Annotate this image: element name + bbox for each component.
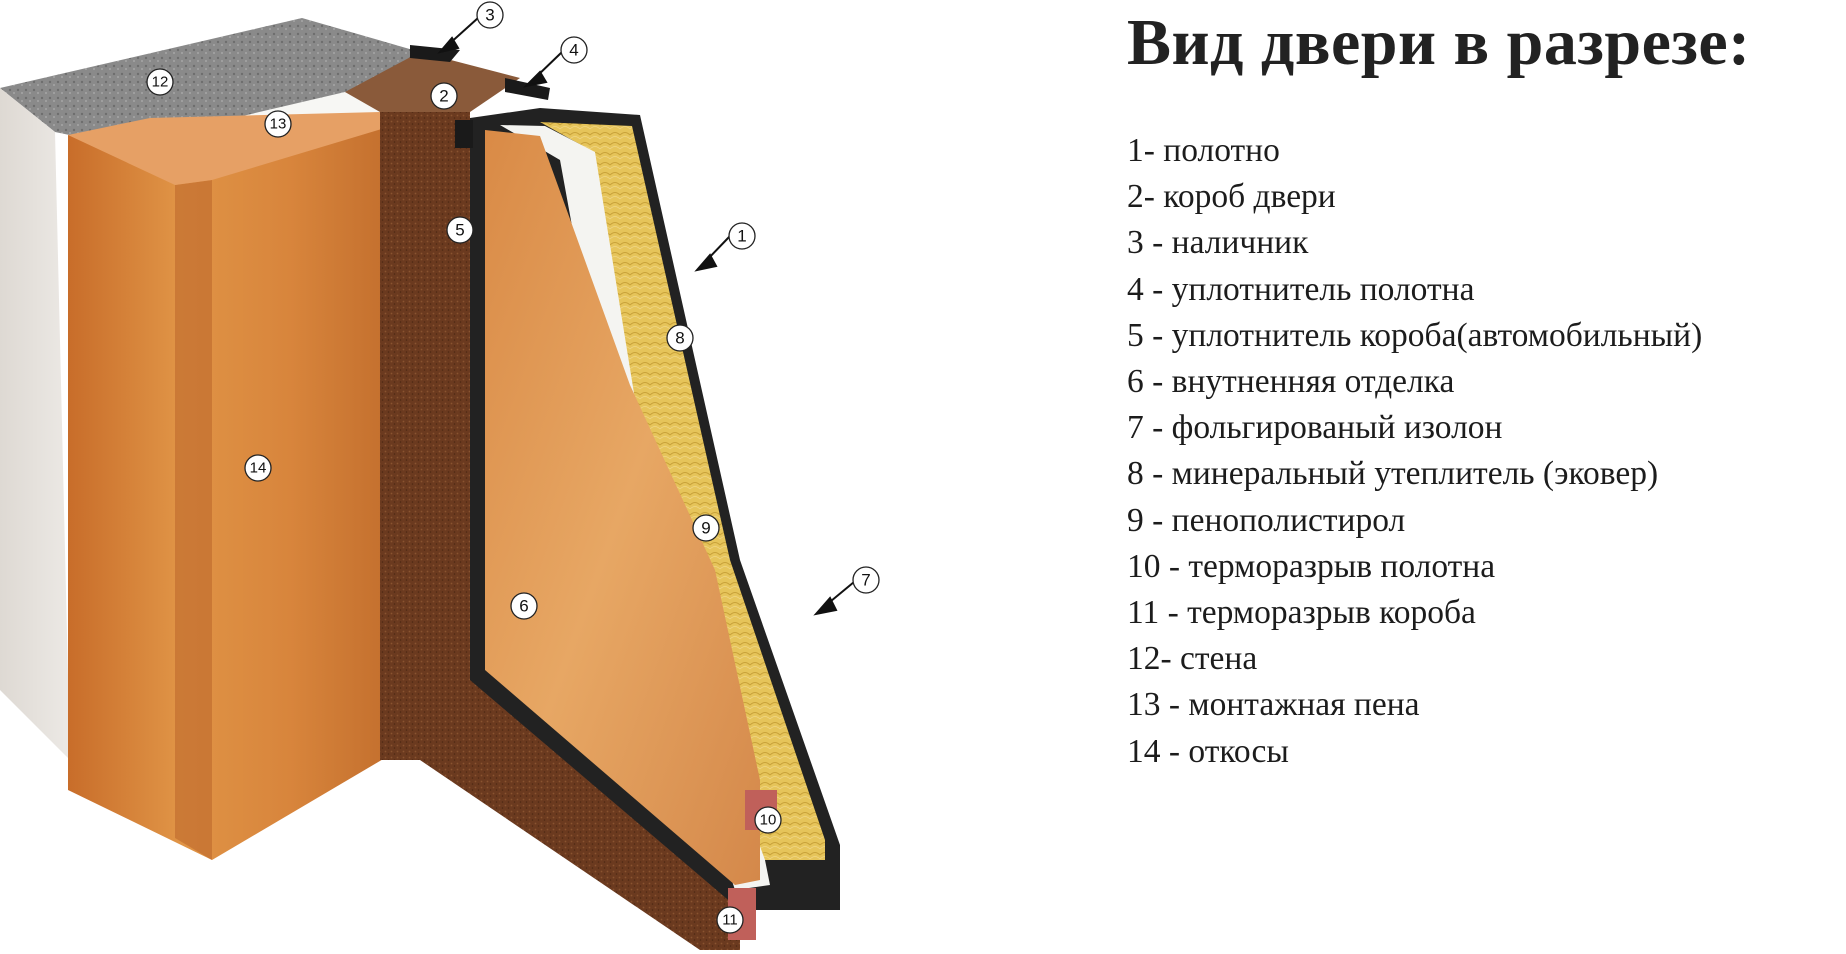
callout-11: 11 [722,912,738,929]
callout-13: 13 [270,116,287,133]
wall-side [0,88,70,760]
callout-marker-12 [146,68,174,96]
wood-slope-top [68,112,385,185]
callout-marker-8 [666,324,694,352]
callout-marker-14 [244,454,272,482]
callout-2: 2 [439,87,448,106]
legend-item: 10 - терморазрыв полотна [1127,547,1496,585]
frame-seal [455,120,473,148]
callout-9: 9 [701,519,710,538]
diagram-title: Вид двери в разрезе: [1127,6,1751,79]
wood-slope [68,128,385,860]
legend-item: 14 - откосы [1127,732,1289,770]
callouts [146,1,880,934]
legend-item: 8 - минеральный утеплитель (эковер) [1127,455,1659,493]
legend-item: 5 - уплотнитель короба(автомобильный) [1127,316,1703,354]
leaf-seal [505,78,550,100]
legend-item: 6 - внутненняя отделка [1127,363,1455,401]
callout-3: 3 [485,6,494,25]
mineral-wool [540,122,825,860]
legend-item: 11 - терморазрыв короба [1127,594,1476,632]
inner-finish-panel [485,130,760,885]
legend-item: 7 - фольгированый изолон [1127,409,1503,447]
callout-marker-7 [852,566,880,594]
legend-item: 12- стена [1127,640,1258,678]
legend-item: 2- короб двери [1127,178,1336,216]
legend-item: 3 - наличник [1127,224,1309,262]
callout-marker-2 [430,82,458,110]
callout-7: 7 [861,571,870,590]
frame-top [345,52,520,112]
callout-5: 5 [455,221,464,240]
wall-top [0,18,420,158]
door-cross-section-diagram: 1 2 3 4 5 6 7 8 9 10 11 12 13 14 [0,1,880,950]
callout-marker-13 [264,110,292,138]
callout-14: 14 [250,460,267,477]
legend-item: 9 - пенополистирол [1127,501,1406,539]
callout-labels: 1 2 3 4 5 6 7 8 9 10 11 12 13 14 [152,6,871,929]
legend-list: 1- полотно 2- короб двери 3 - наличник 4… [1127,128,1702,775]
legend-item: 13 - монтажная пена [1127,686,1420,724]
callout-marker-10 [754,806,782,834]
callout-8: 8 [675,329,684,348]
callout-marker-1 [728,222,756,250]
callout-4: 4 [569,41,578,60]
callout-10: 10 [760,812,777,829]
callout-1: 1 [737,227,746,246]
wood-slope-edge [175,180,212,860]
pointer-arrows [437,17,855,616]
callout-6: 6 [519,597,528,616]
callout-marker-11 [716,906,744,934]
callout-12: 12 [152,74,169,91]
callout-marker-5 [446,216,474,244]
legend-item: 4 - уплотнитель полотна [1127,270,1475,308]
callout-marker-9 [692,514,720,542]
legend-item: 1- полотно [1127,132,1280,169]
callout-marker-4 [560,36,588,64]
callout-marker-3 [476,1,504,29]
callout-marker-6 [510,592,538,620]
